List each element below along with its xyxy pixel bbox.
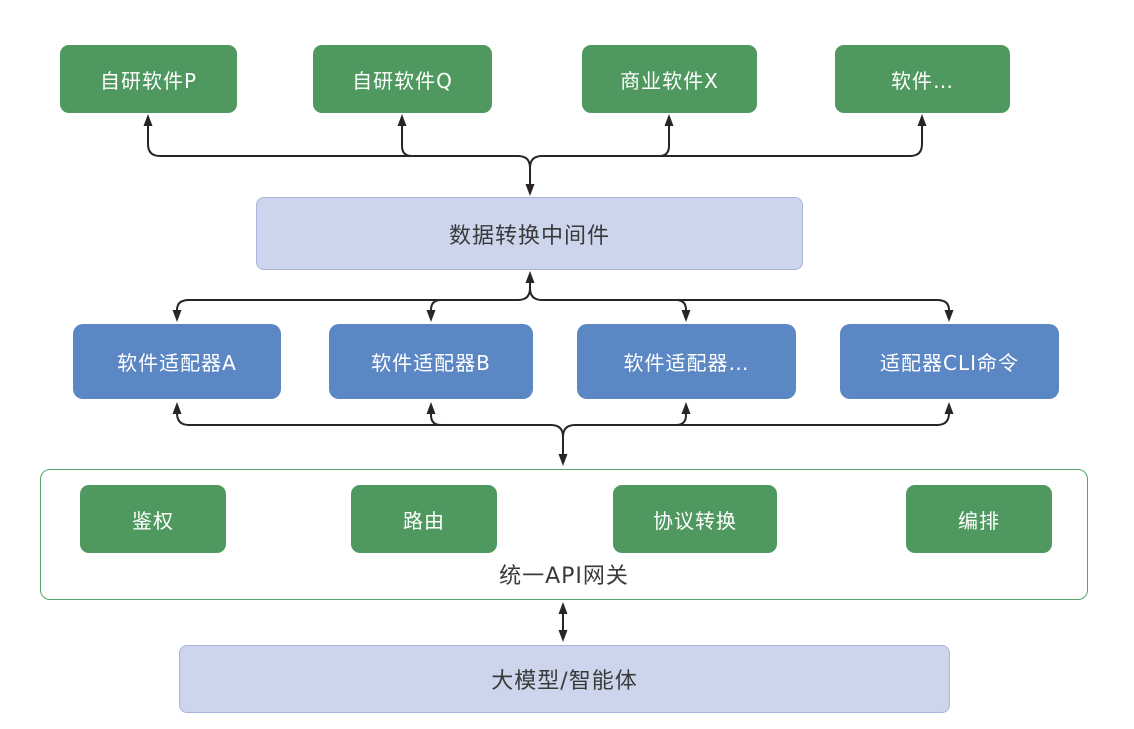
node-data-conversion-middleware: 数据转换中间件 — [256, 197, 803, 270]
node-gateway-routing: 路由 — [351, 485, 497, 553]
node-adapter-more: 软件适配器… — [577, 324, 796, 399]
node-adapter-a: 软件适配器A — [73, 324, 281, 399]
gateway-title: 统一API网关 — [499, 564, 629, 589]
node-gateway-auth: 鉴权 — [80, 485, 226, 553]
node-adapter-b: 软件适配器B — [329, 324, 533, 399]
node-llm-agent: 大模型/智能体 — [179, 645, 950, 713]
node-gateway-protocol-conversion: 协议转换 — [613, 485, 777, 553]
node-gateway-orchestration: 编排 — [906, 485, 1052, 553]
node-software-x: 商业软件X — [582, 45, 757, 113]
node-software-more: 软件… — [835, 45, 1010, 113]
node-software-q: 自研软件Q — [313, 45, 492, 113]
node-adapter-cli: 适配器CLI命令 — [840, 324, 1059, 399]
node-software-p: 自研软件P — [60, 45, 237, 113]
